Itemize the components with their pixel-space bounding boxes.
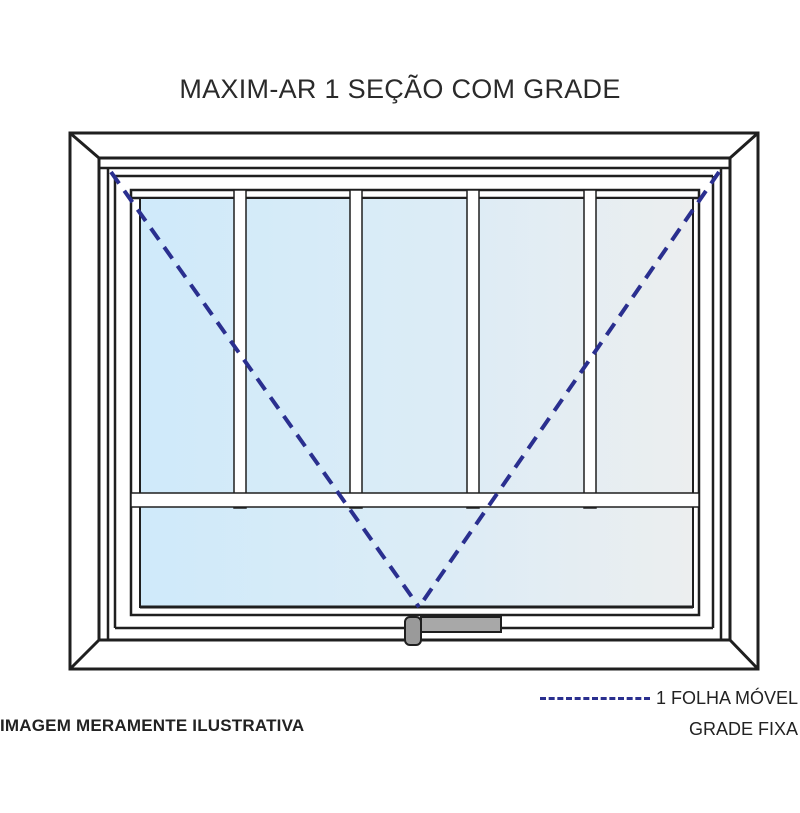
fixed-grille: [130, 189, 700, 509]
diagram-title: MAXIM-AR 1 SEÇÃO COM GRADE: [179, 74, 621, 104]
legend-moving-sash-label: 1 FOLHA MÓVEL: [655, 688, 798, 708]
glass-pane: [139, 197, 694, 608]
disclaimer-text: IMAGEM MERAMENTE ILUSTRATIVA: [0, 716, 305, 735]
legend-moving-sash: 1 FOLHA MÓVEL: [539, 688, 798, 709]
dashed-line-legend-icon: [539, 697, 650, 700]
opening-indicator-lines: [109, 170, 721, 609]
handle: [404, 616, 502, 646]
frame-inner-rails: [99, 166, 730, 640]
legend-fixed-grille-label: GRADE FIXA: [688, 719, 798, 739]
